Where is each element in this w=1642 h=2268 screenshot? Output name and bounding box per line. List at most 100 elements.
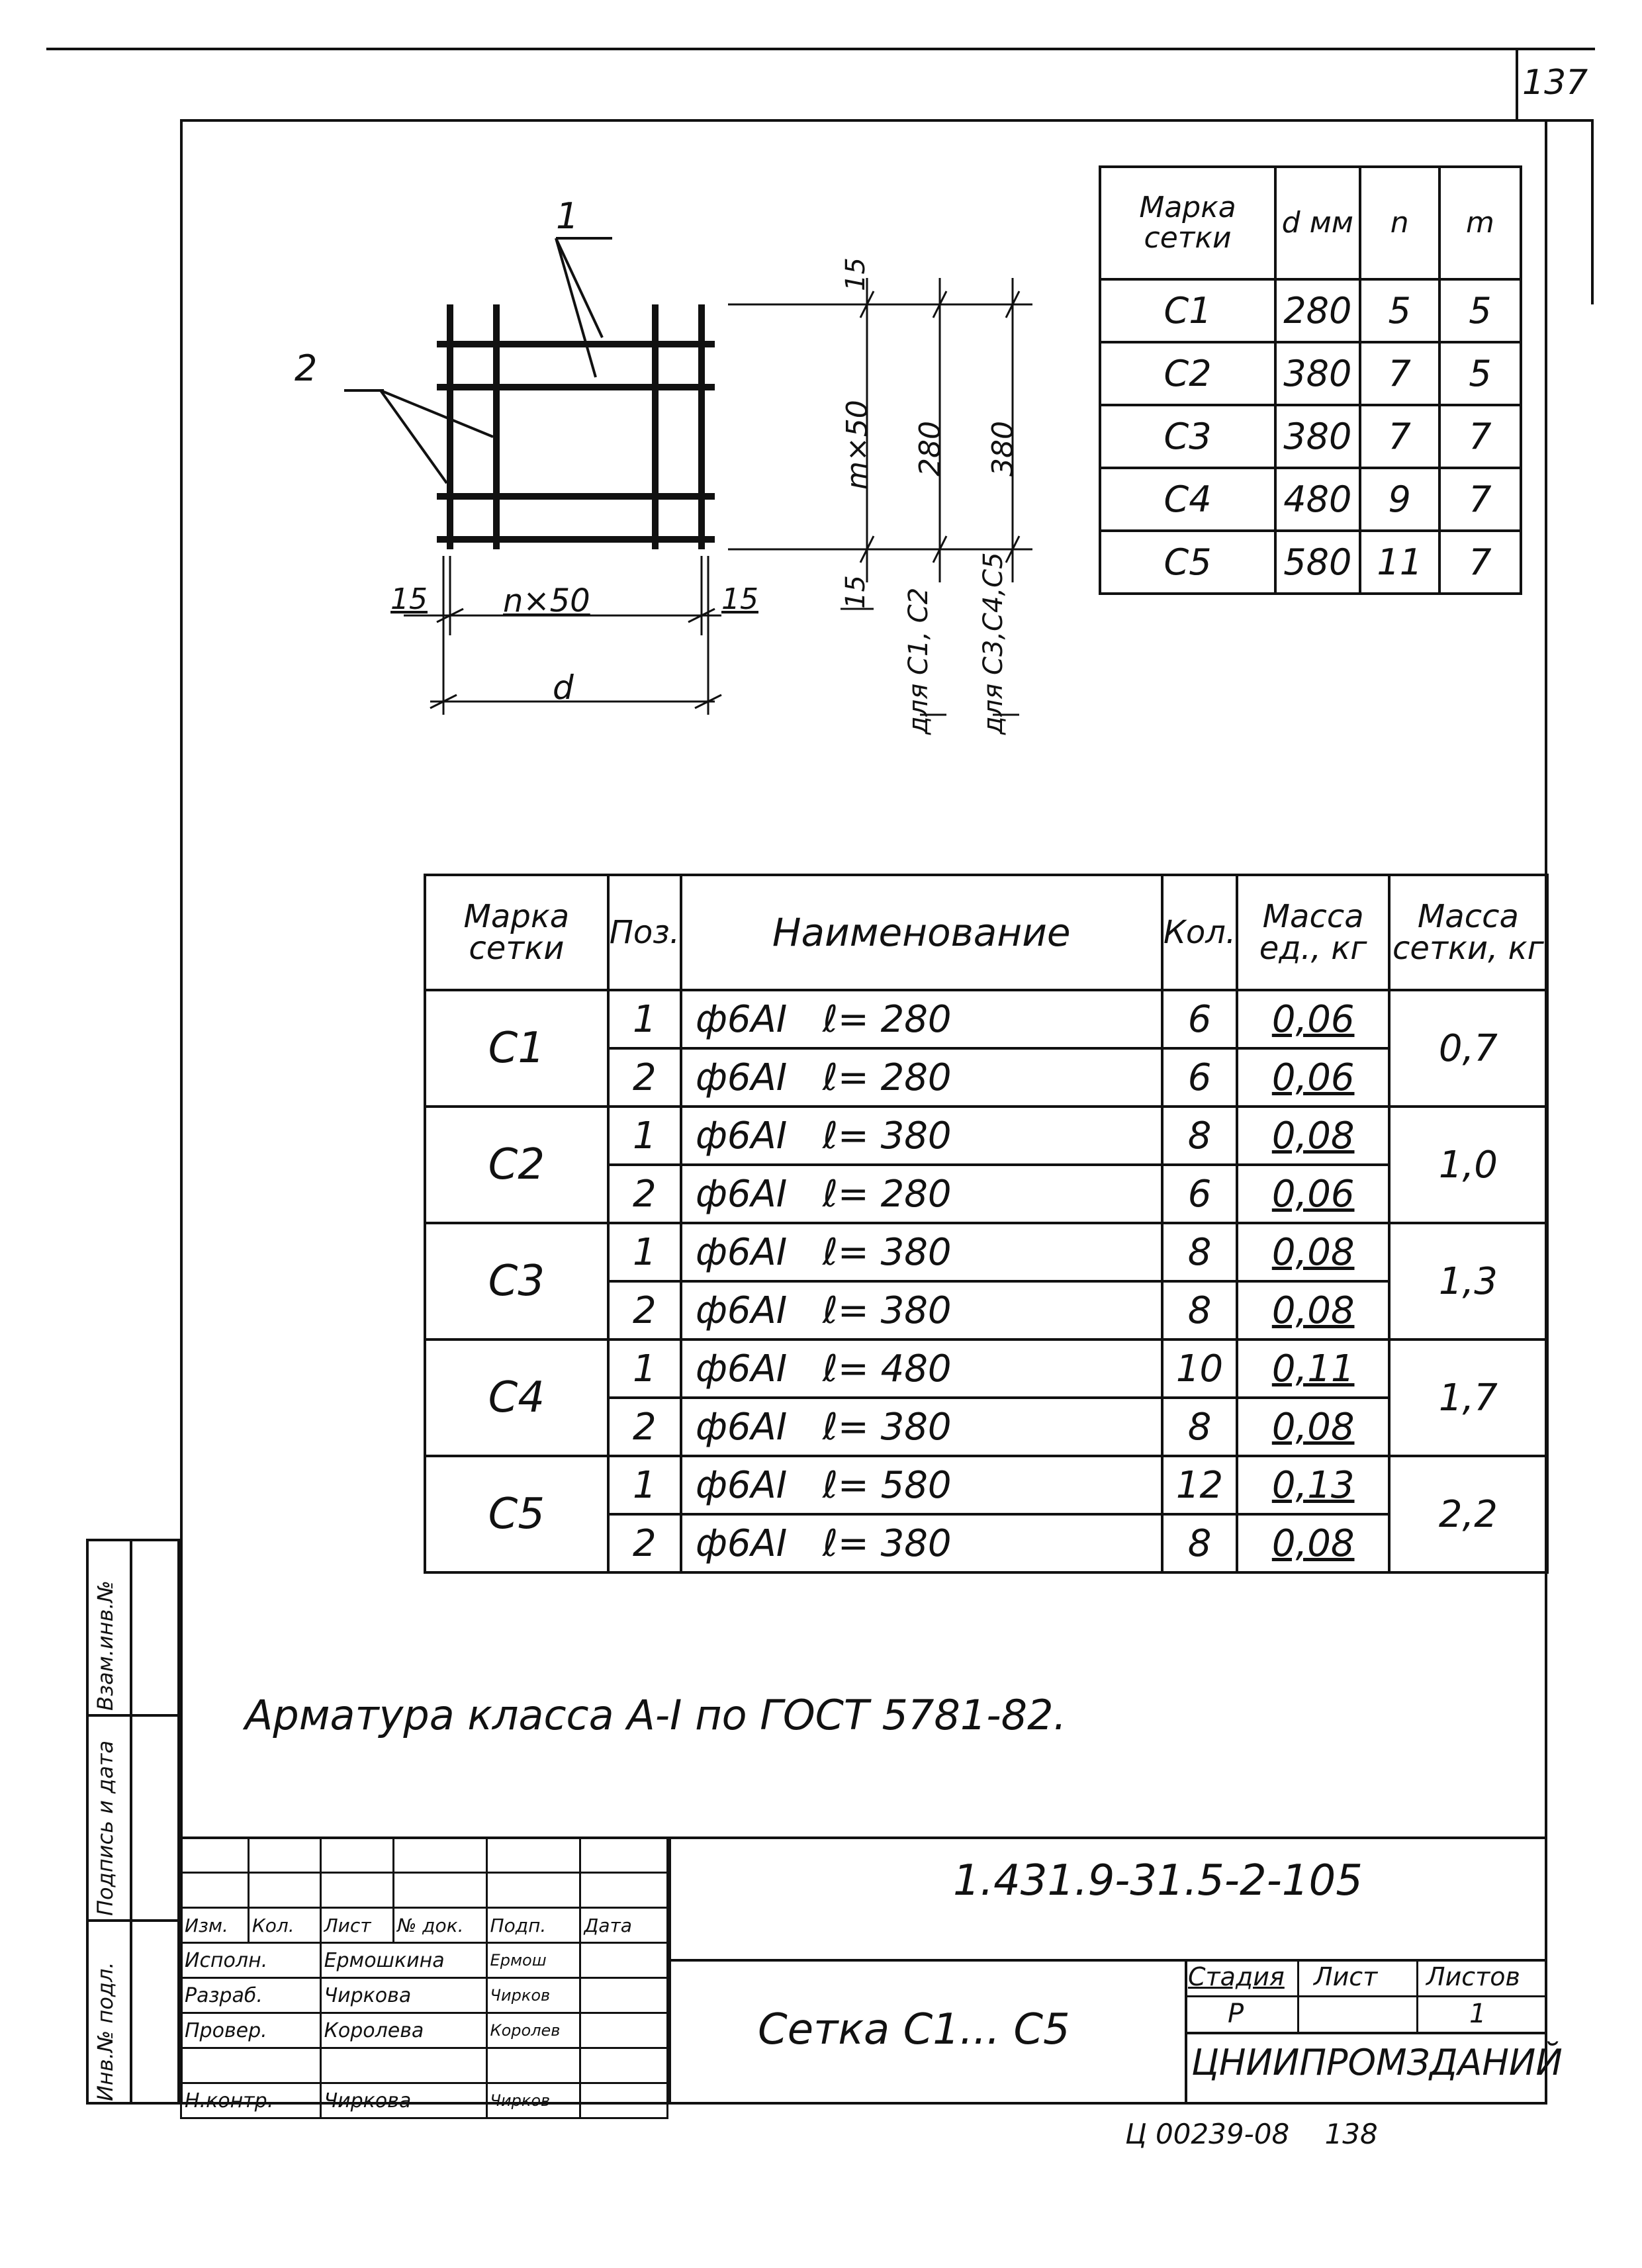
material-note: Арматура класса А-I по ГОСТ 5781-82.: [245, 1691, 1067, 1739]
title-block-divider-v4: [1416, 1959, 1418, 2032]
stamp-sign: Ермош: [485, 1942, 582, 1979]
mark-table: Марка сетки d мм n m С1 280 5 5 С2 380 7…: [1098, 165, 1523, 595]
dim-for-c1c2: для С1, С2: [903, 587, 934, 735]
spec-qty: 8: [1160, 1105, 1239, 1166]
spec-total: 1,0: [1387, 1105, 1549, 1224]
mark-cell: 7: [1358, 404, 1441, 469]
mark-cell: 7: [1437, 404, 1523, 469]
spec-table: Марка сетки Поз. Наименование Кол. Масса…: [424, 874, 1549, 1574]
stamp-signature-grid: Изм. Кол. Лист № док. Подп. Дата Исполн.…: [180, 1837, 668, 2119]
stamp-sign: Чирков: [485, 2082, 582, 2119]
mark-table-header: Марка сетки: [1098, 165, 1277, 281]
callout-2: 2: [295, 347, 318, 389]
side-label-inv-replace: Взам.инв.№: [93, 1580, 118, 1711]
spec-row: 2 ф6АI ℓ= 280 6 0,06: [425, 1163, 1547, 1224]
spec-row: С3 1 ф6АI ℓ= 380 8 0,08 1,3: [424, 1222, 1549, 1341]
dim-280: 280: [913, 421, 947, 476]
title-block-divider-h2: [1185, 2032, 1547, 2034]
stamp-header: Лист: [319, 1907, 395, 1944]
spec-total: 1,3: [1387, 1222, 1549, 1341]
spec-mass: 0,06: [1236, 1163, 1391, 1224]
mark-cell: 7: [1437, 467, 1523, 532]
mark-cell: С3: [1098, 404, 1277, 469]
spec-row: 2 ф6АI ℓ= 380 8 0,08: [425, 1396, 1547, 1457]
spec-mass: 0,13: [1236, 1455, 1391, 1516]
stamp-name: [319, 2047, 488, 2084]
spec-pos: 2: [606, 1513, 682, 1574]
mark-cell: С1: [1098, 278, 1277, 343]
spec-mass: 0,08: [1236, 1105, 1391, 1166]
mark-cell: 7: [1358, 341, 1441, 406]
spec-qty: 8: [1160, 1396, 1239, 1457]
spec-name: ф6АI ℓ= 280: [679, 989, 1163, 1050]
dim-n50: n×50: [503, 582, 590, 619]
mark-cell: 580: [1274, 529, 1361, 595]
stamp-name: Королева: [319, 2012, 488, 2049]
stamp-person-row: [180, 2047, 668, 2084]
dim-for-c3c5: для С3,С4,С5: [978, 552, 1009, 735]
stamp-name: Чиркова: [319, 1977, 488, 2014]
mesh-drawing: [344, 237, 1032, 716]
side-label-sign-date: Подпись и дата: [93, 1740, 118, 1916]
spec-row: 2 ф6АI ℓ= 380 8 0,08: [425, 1280, 1547, 1341]
mark-cell: 11: [1358, 529, 1441, 595]
spec-qty: 8: [1160, 1280, 1239, 1341]
stamp-sign: [485, 2047, 582, 2084]
spec-name: ф6АI ℓ= 380: [679, 1280, 1163, 1341]
mark-table-row: С5 580 11 7: [1098, 529, 1523, 595]
mark-cell: 380: [1274, 341, 1361, 406]
stamp-role: Н.контр.: [180, 2082, 322, 2119]
mark-cell: 480: [1274, 467, 1361, 532]
stamp-header: Кол.: [247, 1907, 322, 1944]
organization: ЦНИИПРОМЗДАНИЙ: [1191, 2042, 1563, 2083]
page-number: 137: [1522, 63, 1588, 103]
stamp-header: № док.: [392, 1907, 488, 1944]
spec-name: ф6АI ℓ= 380: [679, 1222, 1163, 1283]
spec-mass: 0,08: [1236, 1396, 1391, 1457]
mark-cell: С2: [1098, 341, 1277, 406]
stamp-sign: Чирков: [485, 1977, 582, 2014]
mark-table-row: С2 380 7 5: [1098, 341, 1523, 406]
spec-header: Наименование: [679, 874, 1163, 991]
stamp-role: [180, 2047, 322, 2084]
stamp-person-row: Н.контр. Чиркова Чирков: [180, 2082, 668, 2119]
spec-qty: 6: [1160, 1163, 1239, 1224]
spec-name: ф6АI ℓ= 280: [679, 1163, 1163, 1224]
spec-pos: 1: [606, 1338, 682, 1399]
stamp-person-row: Разраб. Чиркова Чирков: [180, 1977, 668, 2014]
spec-total: 0,7: [1387, 989, 1549, 1108]
stamp-role: Разраб.: [180, 1977, 322, 2014]
dim-top-15: 15: [841, 257, 871, 291]
sheets-label: Листов: [1426, 1962, 1520, 1991]
mark-table-row: С4 480 9 7: [1098, 467, 1523, 532]
spec-mark: С3: [424, 1222, 610, 1341]
doc-code: 1.431.9-31.5-2-105: [953, 1856, 1363, 1905]
stamp-name: Чиркова: [319, 2082, 488, 2119]
stamp-header: Дата: [579, 1907, 668, 1944]
callout-1: 1: [556, 195, 579, 237]
spec-mark: С4: [424, 1338, 610, 1457]
spec-header: Масса ед., кг: [1236, 874, 1391, 991]
spec-mass: 0,06: [1236, 1047, 1391, 1108]
spec-mass: 0,08: [1236, 1513, 1391, 1574]
stamp-person-row: Исполн. Ермошкина Ермош: [180, 1942, 668, 1979]
stage-label: Стадия: [1188, 1962, 1285, 1991]
spec-row: С4 1 ф6АI ℓ= 480 10 0,11 1,7: [424, 1338, 1549, 1457]
spec-qty: 10: [1160, 1338, 1239, 1399]
frame-right-extension: [1591, 119, 1594, 304]
stage-value: Р: [1228, 1999, 1244, 2029]
stamp-sign: Королев: [485, 2012, 582, 2049]
title-block-divider-v: [668, 1837, 671, 2105]
spec-row: С5 1 ф6АI ℓ= 580 12 0,13 2,2: [424, 1455, 1549, 1574]
spec-name: ф6АI ℓ= 280: [679, 1047, 1163, 1108]
spec-name: ф6АI ℓ= 580: [679, 1455, 1163, 1516]
spec-pos: 1: [606, 1455, 682, 1516]
stamp-header: Изм.: [180, 1907, 250, 1944]
title-block-divider-h3: [1185, 1995, 1547, 1997]
mark-cell: С5: [1098, 529, 1277, 595]
mark-cell: 9: [1358, 467, 1441, 532]
spec-pos: 1: [606, 1105, 682, 1166]
dim-m50: m×50: [841, 400, 874, 490]
spec-pos: 2: [606, 1396, 682, 1457]
spec-row: С1 1 ф6АI ℓ= 280 6 0,06 0,7: [424, 989, 1549, 1108]
